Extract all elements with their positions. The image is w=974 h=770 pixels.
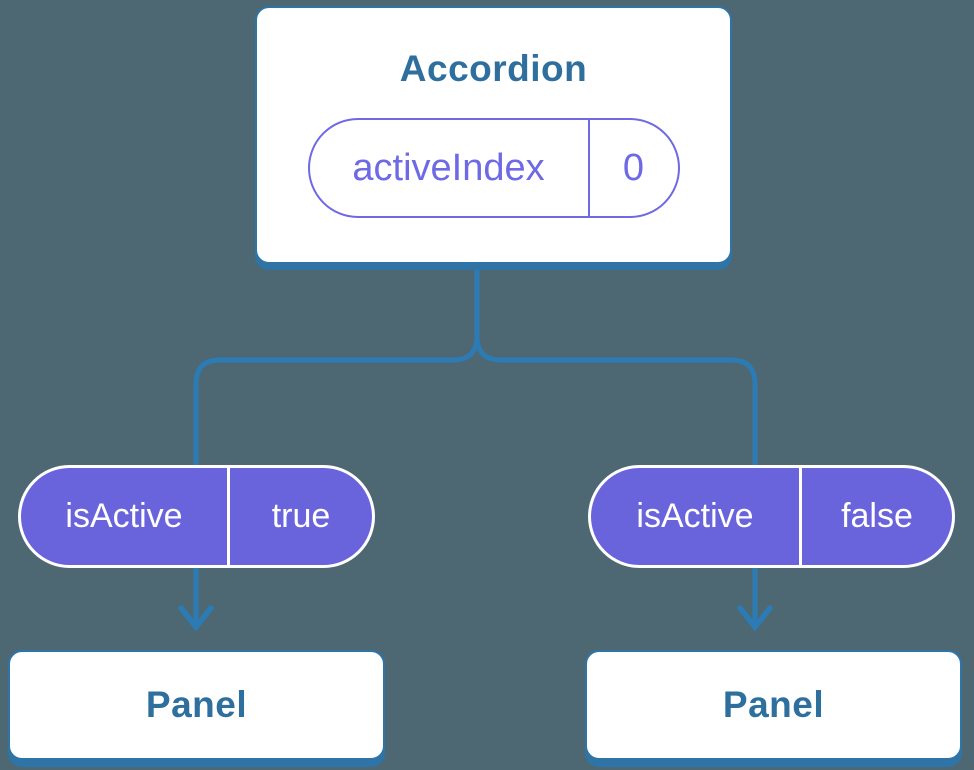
state-pill-divider xyxy=(587,120,590,216)
prop-pill-name: isActive xyxy=(65,497,183,535)
state-pill: activeIndex 0 xyxy=(307,118,680,218)
prop-pill-left: isActive true xyxy=(18,465,375,568)
prop-pill-value: true xyxy=(271,497,331,535)
connector-right-branch xyxy=(474,335,758,624)
connector-left-branch xyxy=(193,268,480,624)
panel-node-left: Panel xyxy=(8,650,385,760)
accordion-node-title: Accordion xyxy=(399,48,588,89)
arrowhead-right-icon xyxy=(737,605,773,632)
prop-pill-divider xyxy=(799,468,802,565)
prop-pill-divider xyxy=(227,468,230,565)
panel-node-title: Panel xyxy=(145,684,248,725)
arrowhead-left-icon xyxy=(178,605,214,632)
prop-pill-value: false xyxy=(841,497,913,535)
state-pill-name: activeIndex xyxy=(352,146,545,189)
panel-node-right: Panel xyxy=(585,650,962,760)
state-pill-value: 0 xyxy=(622,146,645,189)
prop-pill-right: isActive false xyxy=(588,465,955,568)
panel-node-title: Panel xyxy=(722,684,825,725)
accordion-node: Accordion activeIndex 0 xyxy=(255,6,732,264)
prop-pill-name: isActive xyxy=(636,497,754,535)
